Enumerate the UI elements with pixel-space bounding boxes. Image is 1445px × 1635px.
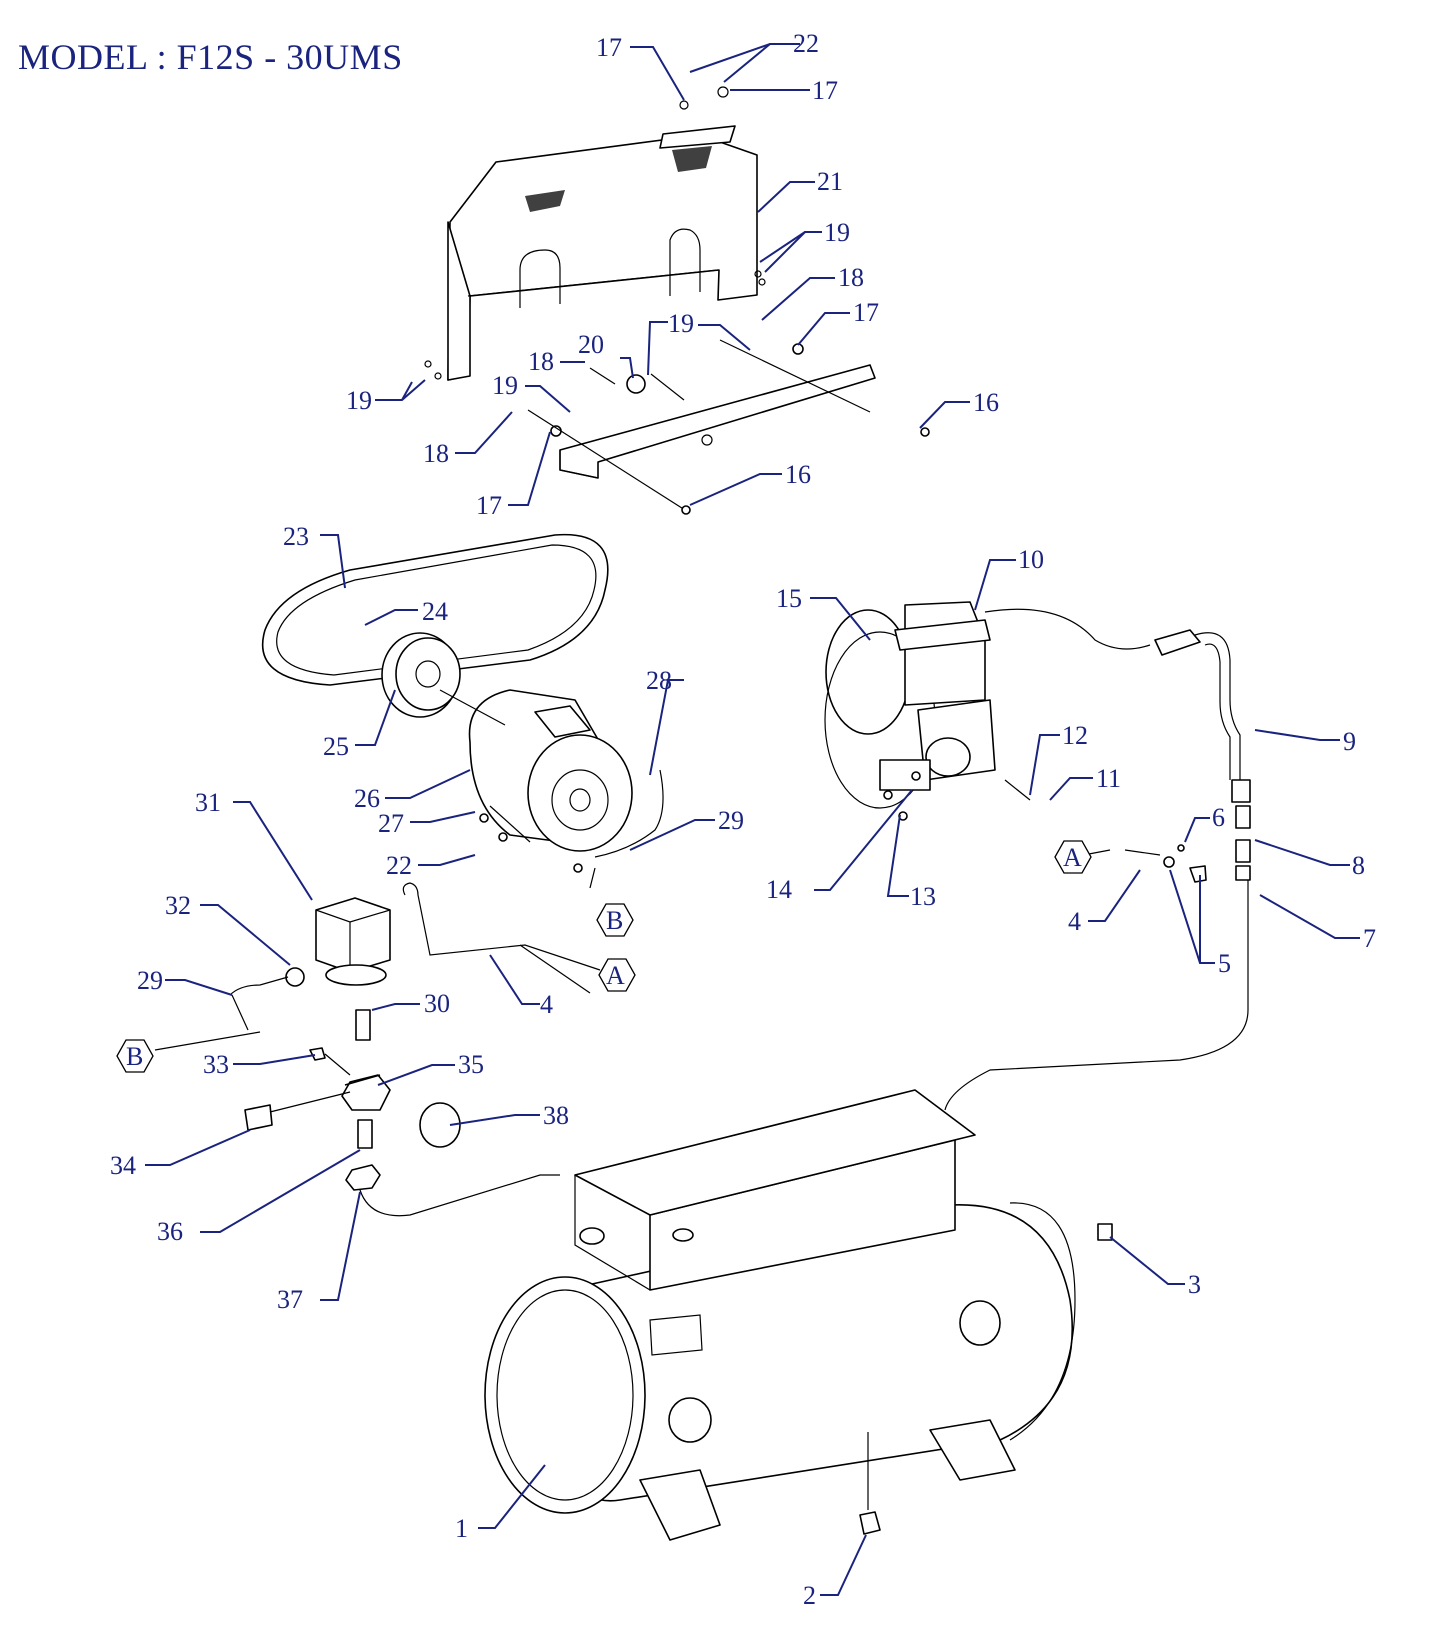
callout-15: 15 [776,584,802,613]
unloader-tube-a [402,882,601,971]
callout-26: 26 [354,784,380,813]
callout-2: 2 [803,1581,816,1610]
callout-5: 5 [1218,949,1231,978]
callout-numbers: 17 22 17 21 19 18 17 19 20 18 19 19 16 1… [110,29,1376,1610]
callout-4: 4 [1068,907,1081,936]
connector-hex-a-unloader: A [1054,840,1092,874]
callout-17: 17 [853,298,879,327]
connector-hex-b-motor: B [596,903,634,937]
callout-30: 30 [424,989,450,1018]
callout-29: 29 [718,806,744,835]
connector-a-text: A [606,961,625,990]
callout-37: 37 [277,1285,303,1314]
callout-35: 35 [458,1050,484,1079]
callout-6: 6 [1212,803,1225,832]
callout-16: 16 [785,460,811,489]
callout-7: 7 [1363,924,1376,953]
motor-pulley [381,632,461,718]
leader-lines [145,43,1360,1596]
connector-hex-a-switch: A [598,958,636,992]
callout-28: 28 [646,666,672,695]
callout-27: 27 [378,809,404,838]
callout-20: 20 [578,330,604,359]
callout-21: 21 [817,167,843,196]
callout-22: 22 [386,851,412,880]
model-title: MODEL : F12S - 30UMS [18,37,403,77]
connector-hex-b-switch: B [116,1039,154,1073]
callout-34: 34 [110,1151,136,1180]
callout-8: 8 [1352,851,1365,880]
callout-17: 17 [596,33,622,62]
callout-22: 22 [793,29,819,58]
pressure-switch [229,897,391,1031]
callout-19: 19 [668,309,694,338]
callout-4: 4 [540,990,553,1019]
callout-9: 9 [1343,727,1356,756]
compressor-pump [824,601,1151,821]
connector-b-text: B [606,906,623,935]
callout-29: 29 [137,966,163,995]
callout-19: 19 [492,371,518,400]
callout-19: 19 [824,218,850,247]
manifold [244,1009,560,1217]
discharge-tube [944,629,1251,1111]
connector-labels: A A B B [116,840,1092,1073]
callout-17: 17 [812,76,838,105]
callout-14: 14 [766,875,792,904]
callout-16: 16 [973,388,999,417]
connector-b-text: B [126,1042,143,1071]
callout-36: 36 [157,1217,183,1246]
callout-38: 38 [543,1101,569,1130]
callout-19: 19 [346,386,372,415]
unloader-fittings [1124,844,1207,883]
belt-guard [424,86,766,381]
air-tank [484,1089,1113,1541]
drive-belt [261,533,609,686]
callout-33: 33 [203,1050,229,1079]
electric-motor [439,689,664,873]
callout-25: 25 [323,732,349,761]
guard-bracket [527,339,930,515]
callout-17: 17 [476,491,502,520]
callout-32: 32 [165,891,191,920]
callout-3: 3 [1188,1270,1201,1299]
callout-10: 10 [1018,545,1044,574]
callout-1: 1 [455,1514,468,1543]
callout-18: 18 [838,263,864,292]
callout-18: 18 [528,347,554,376]
callout-24: 24 [422,597,448,626]
callout-31: 31 [195,788,221,817]
callout-12: 12 [1062,721,1088,750]
callout-18: 18 [423,439,449,468]
callout-11: 11 [1096,764,1121,793]
callout-13: 13 [910,882,936,911]
callout-23: 23 [283,522,309,551]
connector-a-text: A [1063,843,1082,872]
